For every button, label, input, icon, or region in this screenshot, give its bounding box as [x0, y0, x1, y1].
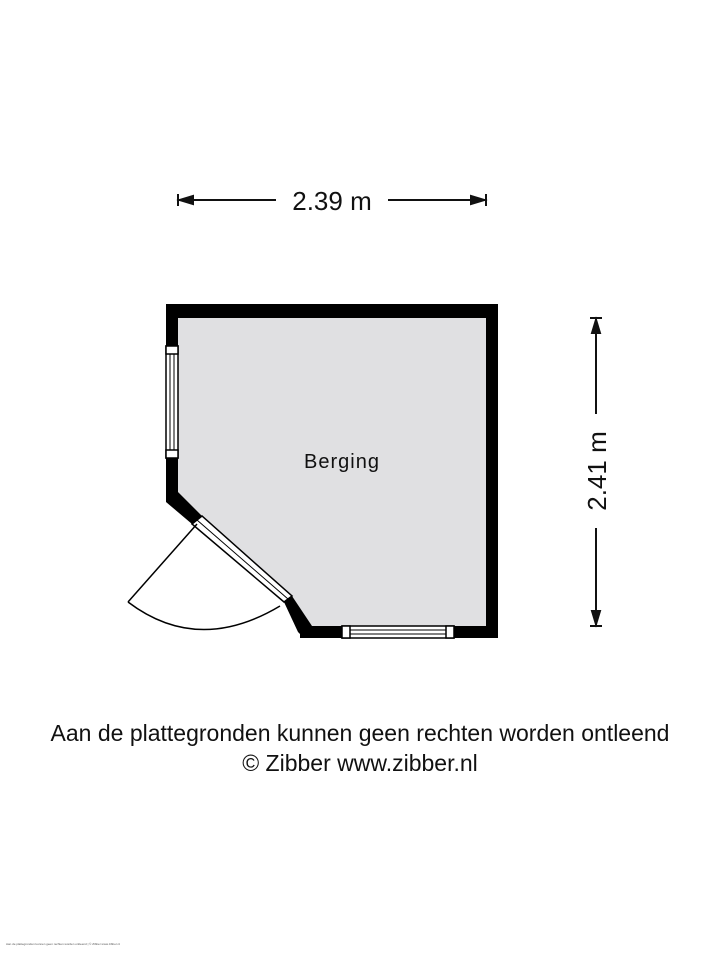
- wall-diagonal-bottom: [284, 596, 312, 638]
- wall-diagonal-top: [166, 492, 202, 524]
- depth-dimension: 2.41 m: [582, 316, 612, 628]
- door-swing-arc: [127, 601, 281, 631]
- wall-bottom-left: [300, 626, 342, 638]
- wall-left-bottom: [166, 458, 178, 496]
- wall-right: [486, 304, 498, 638]
- room-label: Berging: [304, 451, 380, 473]
- depth-dimension-label: 2.41 m: [582, 431, 612, 511]
- door-frame-inner-line: [196, 519, 289, 600]
- window-bottom: [341, 625, 455, 639]
- wall-bottom-right: [454, 626, 498, 638]
- width-dimension: 2.39 m: [176, 186, 488, 216]
- walls: [166, 304, 498, 638]
- door-leaf: [127, 523, 198, 603]
- wall-top: [166, 304, 498, 318]
- fine-print-text: Aan de plattegronden kunnen geen rechten…: [6, 942, 120, 946]
- door: [127, 515, 294, 631]
- disclaimer-text: Aan de plattegronden kunnen geen rechten…: [50, 720, 670, 746]
- copyright-text: © Zibber www.zibber.nl: [242, 750, 478, 776]
- window-left: [165, 345, 179, 459]
- width-dimension-label: 2.39 m: [292, 186, 372, 216]
- room-floor: [178, 318, 486, 626]
- wall-left-top: [166, 304, 178, 346]
